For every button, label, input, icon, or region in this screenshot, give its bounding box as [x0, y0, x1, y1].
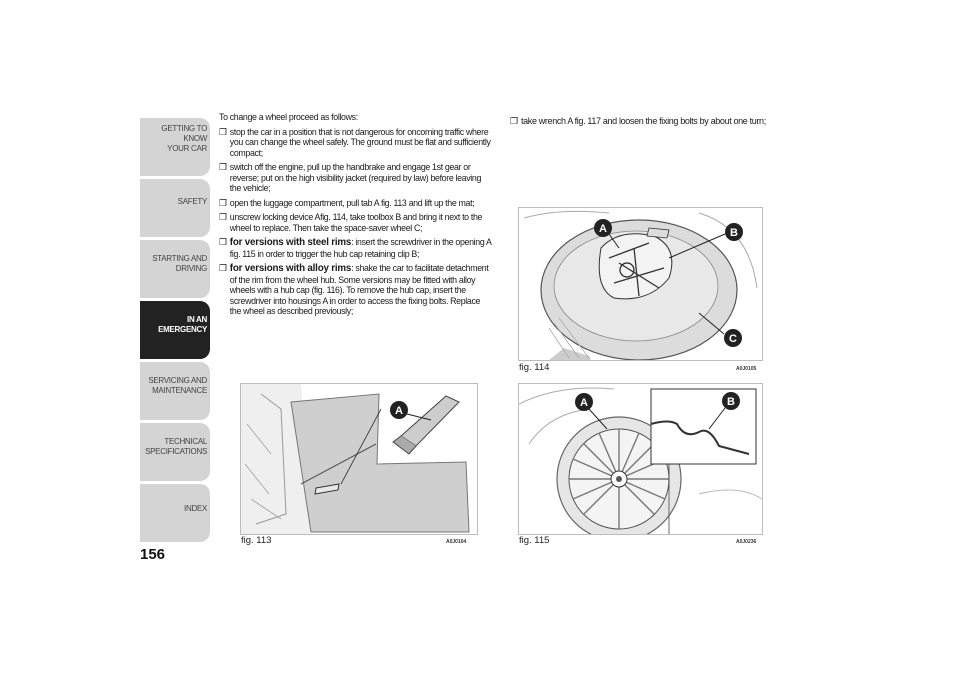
tab-starting-and-driving[interactable]: STARTING AND DRIVING: [140, 240, 210, 298]
callout-a-label: A: [580, 397, 588, 409]
bullet-box-icon: ❒: [219, 263, 227, 273]
list-item-text: : shake the car to facilitate detachment…: [229, 263, 489, 316]
callout-a-marker: [594, 219, 612, 237]
list-item: ❒unscrew locking device Afig. 114, take …: [219, 212, 493, 233]
figure-115-code: A0J0236: [736, 539, 757, 545]
figure-113: A: [240, 383, 478, 535]
list-item-bold: for versions with alloy rims: [229, 263, 352, 274]
tab-label-line: IN AN: [187, 315, 207, 324]
list-item-text: open the luggage compartment, pull tab A…: [229, 197, 475, 208]
tab-label-line: SAFETY: [177, 197, 208, 206]
callout-a-marker: [390, 401, 408, 419]
fig114-illustration: A B C: [519, 208, 762, 360]
figure-114: A B C: [518, 207, 763, 361]
tab-label-line: STARTING AND: [152, 254, 207, 263]
figure-113-caption: fig. 113: [241, 535, 272, 546]
figure-114-code: A0J0105: [736, 366, 757, 372]
fig115-illustration: A B: [519, 384, 762, 534]
tab-label-line: TECHNICAL: [164, 437, 207, 446]
list-item-text: stop the car in a position that is not d…: [229, 126, 491, 158]
list-item: ❒take wrench A fig. 117 and loosen the f…: [510, 116, 775, 127]
tab-getting-to-know-your-car[interactable]: GETTING TO KNOW YOUR CAR: [140, 118, 210, 176]
tab-index[interactable]: INDEX: [140, 484, 210, 542]
callout-b-label: B: [730, 227, 738, 239]
tab-label-line: YOUR CAR: [167, 144, 207, 153]
list-item: ❒switch off the engine, pull up the hand…: [219, 162, 493, 194]
callout-b-marker: [725, 223, 743, 241]
list-item-text: switch off the engine, pull up the handb…: [229, 162, 482, 193]
figure-113-code: A0J0104: [446, 539, 467, 545]
intro-text: To change a wheel proceed as follows:: [219, 112, 358, 122]
callout-a-marker: [575, 393, 593, 411]
callout-c-label: C: [729, 333, 737, 345]
bullet-box-icon: ❒: [219, 237, 227, 247]
list-item-text: unscrew locking device Afig. 114, take t…: [229, 212, 483, 233]
right-text-column: ❒take wrench A fig. 117 and loosen the f…: [510, 116, 775, 131]
list-item-text: take wrench A fig. 117 and loosen the fi…: [521, 116, 766, 126]
tab-label-line: SPECIFICATIONS: [145, 447, 207, 456]
callout-a-label: A: [395, 405, 403, 417]
tab-servicing-and-maintenance[interactable]: SERVICING AND MAINTENANCE: [140, 362, 210, 420]
bullet-box-icon: ❒: [510, 116, 518, 126]
list-item-text: : insert the screwdriver in the opening …: [229, 237, 492, 259]
figure-115: A B: [518, 383, 763, 535]
tab-label-line: EMERGENCY: [158, 325, 207, 334]
callout-c-marker: [724, 329, 742, 347]
list-item: ❒stop the car in a position that is not …: [219, 127, 493, 159]
tab-label-line: GETTING TO KNOW: [161, 124, 207, 143]
left-text-column: To change a wheel proceed as follows: ❒s…: [219, 112, 493, 321]
list-item-bold: for versions with steel rims: [229, 237, 352, 248]
page-number: 156: [140, 546, 166, 563]
callout-b-marker: [722, 392, 740, 410]
callout-a-label: A: [599, 223, 607, 235]
tab-label-line: MAINTENANCE: [152, 386, 207, 395]
list-item: ❒for versions with alloy rims: shake the…: [219, 263, 493, 317]
fig113-illustration: A: [241, 384, 477, 534]
tab-label-line: DRIVING: [175, 264, 208, 273]
bullet-box-icon: ❒: [219, 212, 227, 222]
tab-label-line: SERVICING AND: [148, 376, 207, 385]
figure-114-caption: fig. 114: [519, 362, 550, 373]
bullet-box-icon: ❒: [219, 197, 227, 208]
bullet-box-icon: ❒: [219, 162, 227, 172]
figure-115-caption: fig. 115: [519, 535, 550, 546]
callout-b-label: B: [727, 396, 735, 408]
tab-technical-specifications[interactable]: TECHNICAL SPECIFICATIONS: [140, 423, 210, 481]
bullet-box-icon: ❒: [219, 126, 227, 137]
list-item: ❒for versions with steel rims: insert th…: [219, 237, 493, 259]
tab-in-an-emergency[interactable]: IN AN EMERGENCY: [140, 301, 210, 359]
list-item: ❒open the luggage compartment, pull tab …: [219, 198, 493, 209]
tab-label-line: INDEX: [184, 504, 207, 513]
tab-safety[interactable]: SAFETY: [140, 179, 210, 237]
